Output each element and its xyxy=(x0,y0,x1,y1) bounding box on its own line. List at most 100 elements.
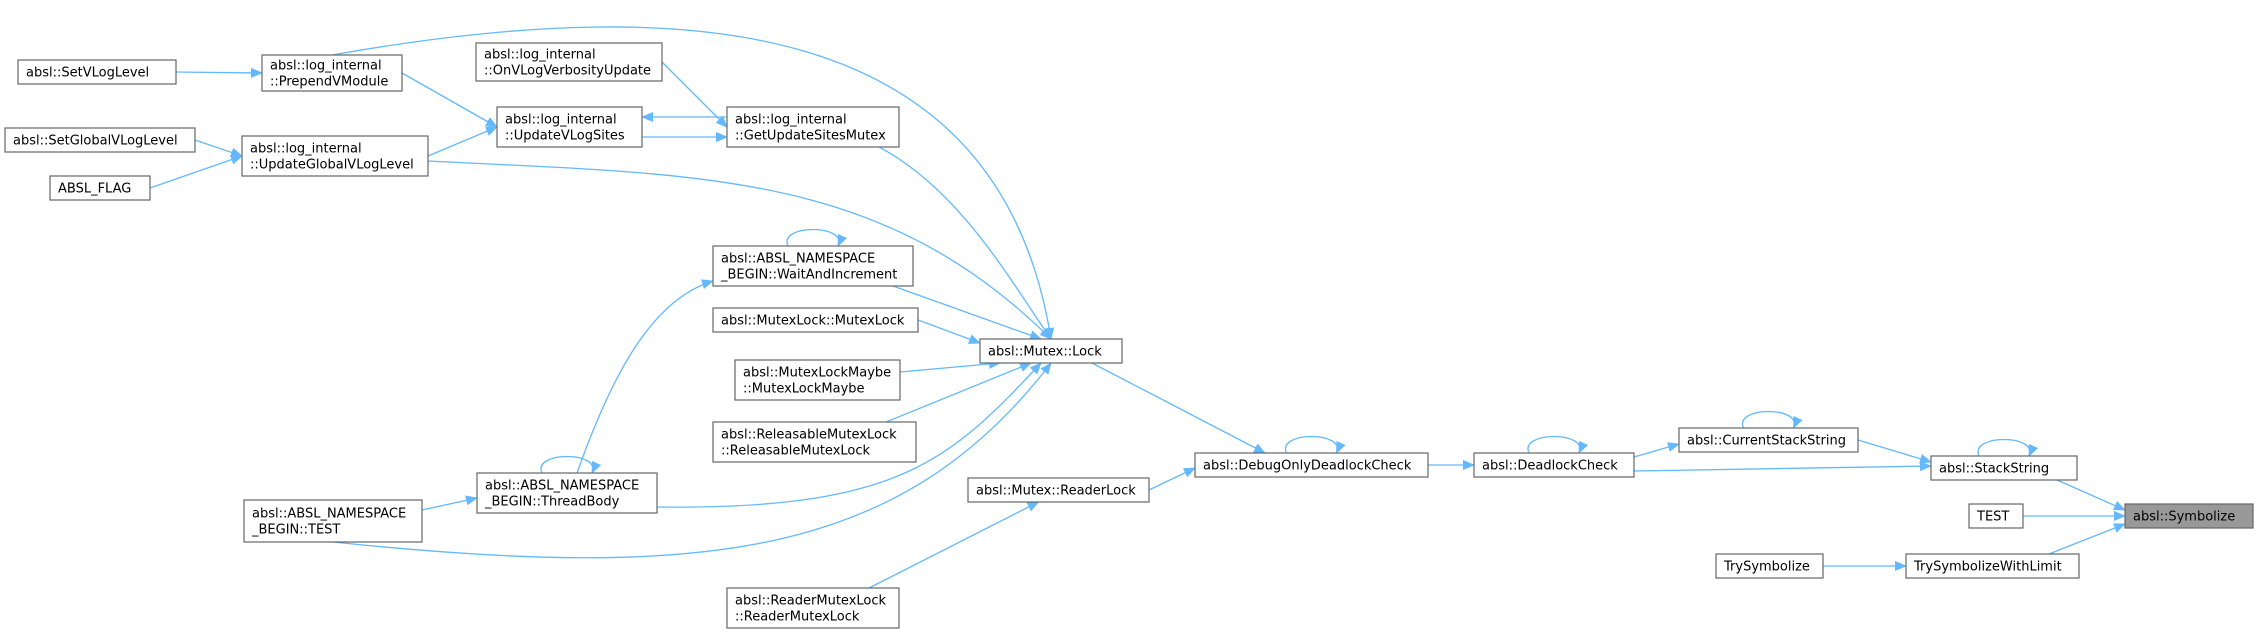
edge-prependvmodule-to-updatevlogsites xyxy=(401,72,498,128)
edge-path xyxy=(401,72,498,128)
node-label: absl::log_internal xyxy=(735,113,847,128)
node-updateglobalvloglevel[interactable]: absl::log_internal::UpdateGlobalVLogLeve… xyxy=(241,135,429,177)
node-stackstring[interactable]: absl::StackString xyxy=(1930,455,2078,481)
edge-path xyxy=(2056,479,2126,511)
node-deadlockcheck[interactable]: absl::DeadlockCheck xyxy=(1473,452,1635,478)
edge-threadbody-to-threadbody xyxy=(540,455,602,474)
node-label: ::UpdateGlobalVLogLevel xyxy=(250,158,414,173)
node-label: ::PrependVModule xyxy=(270,75,388,90)
edge-path xyxy=(421,495,478,511)
node-box xyxy=(1905,553,2080,579)
node-box xyxy=(49,175,151,201)
node-trysymbolize[interactable]: TrySymbolize xyxy=(1715,553,1824,579)
edge-path xyxy=(1284,435,1346,454)
node-label: absl::log_internal xyxy=(270,59,382,74)
edge-path xyxy=(661,61,728,128)
edge-path xyxy=(576,279,714,474)
node-releasablemutexlock[interactable]: absl::ReleasableMutexLock::ReleasableMut… xyxy=(712,421,917,463)
node-label: TrySymbolizeWithLimit xyxy=(1913,560,2062,575)
node-box xyxy=(979,338,1123,364)
node-setvloglevel[interactable]: absl::SetVLogLevel xyxy=(17,59,177,85)
node-label: absl::log_internal xyxy=(505,113,617,128)
node-box xyxy=(2124,503,2254,529)
edge-stackstring-to-symbolize xyxy=(2056,479,2126,511)
edge-path xyxy=(1977,438,2039,457)
node-box xyxy=(476,472,658,514)
edge-path xyxy=(656,362,1042,508)
node-label: _BEGIN::ThreadBody xyxy=(484,495,620,510)
node-prependvmodule[interactable]: absl::log_internal::PrependVModule xyxy=(261,54,403,92)
node-updatevlogsites[interactable]: absl::log_internal::UpdateVLogSites xyxy=(496,106,643,148)
edge-waitandincrement-to-waitandincrement xyxy=(786,228,848,247)
edge-threadbody-to-waitandincrement xyxy=(576,279,714,474)
node-getupdatesitesmutex[interactable]: absl::log_internal::GetUpdateSitesMutex xyxy=(726,106,900,148)
node-label: absl::SetVLogLevel xyxy=(26,66,149,81)
node-setglobalvloglevel[interactable]: absl::SetGlobalVLogLevel xyxy=(4,127,196,153)
node-box xyxy=(243,499,423,543)
node-label: absl::Mutex::Lock xyxy=(988,345,1102,360)
node-currentstackstring[interactable]: absl::CurrentStackString xyxy=(1678,427,1859,453)
node-label: absl::Mutex::ReaderLock xyxy=(976,484,1136,499)
edge-path xyxy=(1633,461,1932,472)
node-debugonlydeadlockcheck[interactable]: absl::DebugOnlyDeadlockCheck xyxy=(1194,452,1429,478)
node-label: absl::MutexLock::MutexLock xyxy=(721,314,905,329)
node-label: absl::ReleasableMutexLock xyxy=(721,428,897,443)
edge-deadlockcheck-to-stackstring xyxy=(1633,461,1932,472)
edge-mutexlock-to-mutexlockfn xyxy=(917,319,981,344)
edge-path xyxy=(149,154,243,189)
node-label: ::UpdateVLogSites xyxy=(505,129,625,144)
edge-path xyxy=(892,285,1042,340)
node-box xyxy=(1678,427,1859,453)
node-mutexlockmaybe[interactable]: absl::MutexLockMaybe::MutexLockMaybe xyxy=(734,359,901,401)
node-nstest[interactable]: absl::ABSL_NAMESPACE_BEGIN::TEST xyxy=(243,499,423,543)
node-label: absl::log_internal xyxy=(250,142,362,157)
node-waitandincrement[interactable]: absl::ABSL_NAMESPACE_BEGIN::WaitAndIncre… xyxy=(712,245,914,287)
node-box xyxy=(967,477,1150,503)
node-mutexlockfn[interactable]: absl::Mutex::Lock xyxy=(979,338,1123,364)
edge-path xyxy=(786,228,848,247)
node-box xyxy=(241,135,429,177)
edge-path xyxy=(878,146,1052,340)
edge-path xyxy=(1857,439,1932,464)
edge-currentstackstring-to-stackstring xyxy=(1857,439,1932,464)
node-label: absl::MutexLockMaybe xyxy=(743,366,891,381)
edge-readermutexlock-to-readerlock xyxy=(868,501,1040,589)
node-mutexlock[interactable]: absl::MutexLock::MutexLock xyxy=(712,307,919,333)
node-label: ::OnVLogVerbosityUpdate xyxy=(484,64,651,79)
edge-onvlogverbosityupdate-to-getupdatesitesmutex xyxy=(661,61,728,128)
node-label: ::GetUpdateSitesMutex xyxy=(735,129,886,144)
node-label: ::MutexLockMaybe xyxy=(743,382,865,397)
node-test[interactable]: TEST xyxy=(1968,503,2024,529)
node-symbolize[interactable]: absl::Symbolize xyxy=(2124,503,2254,529)
node-box xyxy=(475,42,663,82)
node-threadbody[interactable]: absl::ABSL_NAMESPACE_BEGIN::ThreadBody xyxy=(476,472,658,514)
node-label: ABSL_FLAG xyxy=(58,182,131,197)
edge-updateglobalvloglevel-to-mutexlockfn xyxy=(427,160,1052,340)
edge-path xyxy=(1527,435,1589,454)
node-box xyxy=(1968,503,2024,529)
edge-mutexlockfn-to-debugonlydeadlockcheck xyxy=(1091,362,1266,454)
edge-abslflag-to-updateglobalvloglevel xyxy=(149,154,243,189)
node-readerlock[interactable]: absl::Mutex::ReaderLock xyxy=(967,477,1150,503)
edge-path xyxy=(885,362,1032,423)
node-onvlogverbosityupdate[interactable]: absl::log_internal::OnVLogVerbosityUpdat… xyxy=(475,42,663,82)
edge-getupdatesitesmutex-to-mutexlockfn xyxy=(878,146,1052,340)
node-box xyxy=(726,587,900,629)
edge-path xyxy=(427,126,498,157)
node-box xyxy=(1194,452,1429,478)
node-label: absl::StackString xyxy=(1939,462,2049,477)
node-trysymbolizewithlimit[interactable]: TrySymbolizeWithLimit xyxy=(1905,553,2080,579)
edge-prependvmodule-to-mutexlockfn xyxy=(331,26,1055,340)
edge-currentstackstring-to-currentstackstring xyxy=(1741,410,1803,429)
node-abslflag[interactable]: ABSL_FLAG xyxy=(49,175,151,201)
node-label: absl::ABSL_NAMESPACE xyxy=(485,479,639,494)
edge-debugonlydeadlockcheck-to-debugonlydeadlockcheck xyxy=(1284,435,1346,454)
edge-mutexlockmaybe-to-mutexlockfn xyxy=(899,359,1001,373)
edge-path xyxy=(1741,410,1803,429)
edge-path xyxy=(899,359,1001,373)
node-readermutexlock[interactable]: absl::ReaderMutexLock::ReaderMutexLock xyxy=(726,587,900,629)
node-label: TEST xyxy=(1976,510,2009,525)
edge-path xyxy=(1148,467,1196,491)
